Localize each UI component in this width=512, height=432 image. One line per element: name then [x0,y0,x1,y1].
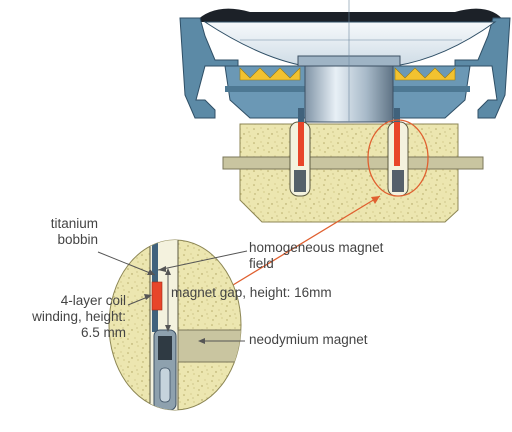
zoom-coil [151,281,163,311]
highlight-circle [367,119,429,197]
spider-left [239,67,301,81]
callout-arrow [227,195,381,289]
label-homogeneous-magnet-field: homogeneous magnet field [249,240,384,271]
coil-top-left [298,122,304,166]
surround [195,8,505,22]
zoom-detail [108,239,242,411]
frame-right [454,17,511,119]
label-coil-winding: 4-layer coil winding, height: 6.5 mm [32,293,126,340]
coil-top-right [394,122,400,166]
frame-left [179,17,239,119]
speaker-assembly [179,0,511,223]
spider-right [394,67,456,81]
neodymium-plate [222,156,484,170]
label-titanium-bobbin: titanium bobbin [50,216,98,247]
label-neodymium-magnet: neodymium magnet [249,332,368,347]
zoom-plate [177,329,241,363]
label-magnet-gap: magnet gap, height: 16mm [171,285,332,300]
